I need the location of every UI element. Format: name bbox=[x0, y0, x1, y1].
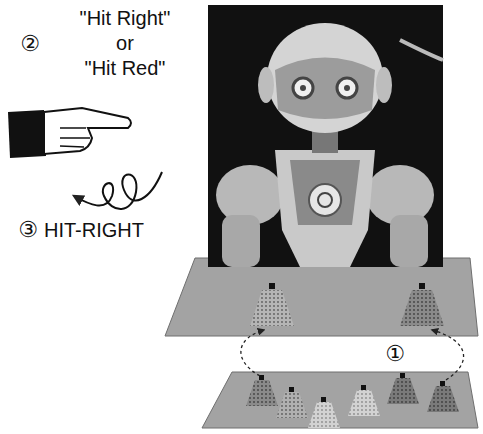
pointing-hand bbox=[8, 108, 131, 158]
callout-number: ② bbox=[20, 32, 40, 56]
spoken-command: "Hit Right" bbox=[80, 7, 171, 29]
lower-table bbox=[202, 372, 478, 428]
lower-cups bbox=[246, 373, 459, 428]
callout-number: ③ bbox=[18, 218, 38, 242]
action-label: HIT-RIGHT bbox=[44, 219, 144, 241]
callout-number: ① bbox=[385, 342, 405, 366]
move-arrow bbox=[241, 330, 264, 376]
spoken-command: or bbox=[116, 32, 134, 54]
upper-cups bbox=[250, 283, 444, 326]
upper-table bbox=[165, 258, 478, 336]
spoken-command: "Hit Red" bbox=[85, 57, 166, 79]
robot-photo bbox=[208, 5, 443, 267]
motion-squiggle bbox=[74, 172, 162, 209]
move-arrow bbox=[432, 330, 464, 380]
